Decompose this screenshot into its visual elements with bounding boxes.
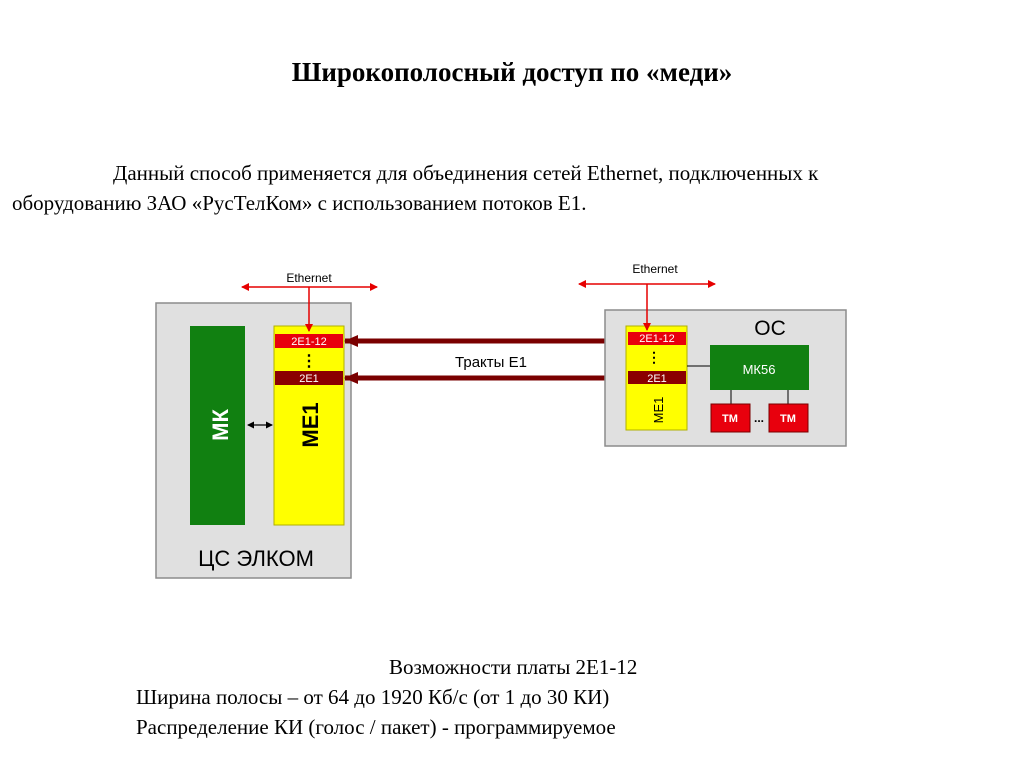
capabilities-line-1: Ширина полосы – от 64 до 1920 Кб/с (от 1… [136, 685, 610, 709]
tm-left-module [710, 403, 751, 433]
tm-dots: ... [754, 411, 764, 425]
right-port-2e1-12 [628, 332, 686, 345]
tm-right-label: ТМ [780, 413, 796, 425]
me1-module [273, 325, 345, 526]
me1-label: МЕ1 [298, 402, 323, 447]
page-title: Широкополосный доступ по «меди» [291, 57, 733, 87]
right-port-dots: ⋮ [647, 349, 661, 365]
port-2e1-12-label: 2Е1-12 [291, 336, 326, 348]
right-me1-label: МЕ1 [651, 397, 666, 424]
port-2e1-12 [275, 334, 343, 348]
port-2e1-label: 2Е1 [299, 373, 319, 385]
right-port-2e1-label: 2Е1 [647, 373, 667, 385]
mk-module [190, 326, 245, 525]
right-ethernet-label: Ethernet [632, 262, 678, 276]
trunks-label: Тракты Е1 [455, 354, 527, 371]
mk56-module [710, 345, 809, 390]
port-2e1 [275, 371, 343, 385]
intro-line-2: оборудованию ЗАО «РусТелКом» с использов… [12, 191, 587, 215]
intro-line-1: Данный способ применяется для объединени… [113, 161, 819, 185]
mk56-label: МК56 [743, 362, 776, 377]
left-ethernet-label: Ethernet [286, 271, 332, 285]
tm-right-module [768, 403, 809, 433]
capabilities-line-2: Распределение КИ (голос / пакет) - прогр… [136, 715, 616, 739]
tm-left-label: ТМ [722, 413, 738, 425]
capabilities-heading: Возможности платы 2Е1-12 [389, 655, 638, 679]
right-port-2e1 [628, 371, 686, 384]
intro-paragraph: Данный способ применяется для объединени… [12, 158, 1012, 218]
port-dots: ⋮ [301, 353, 317, 370]
mk-label: МК [208, 409, 233, 441]
right-station-label: ОС [754, 317, 786, 340]
right-port-2e1-12-label: 2Е1-12 [639, 333, 674, 345]
left-station-label: ЦС ЭЛКОМ [198, 546, 314, 571]
